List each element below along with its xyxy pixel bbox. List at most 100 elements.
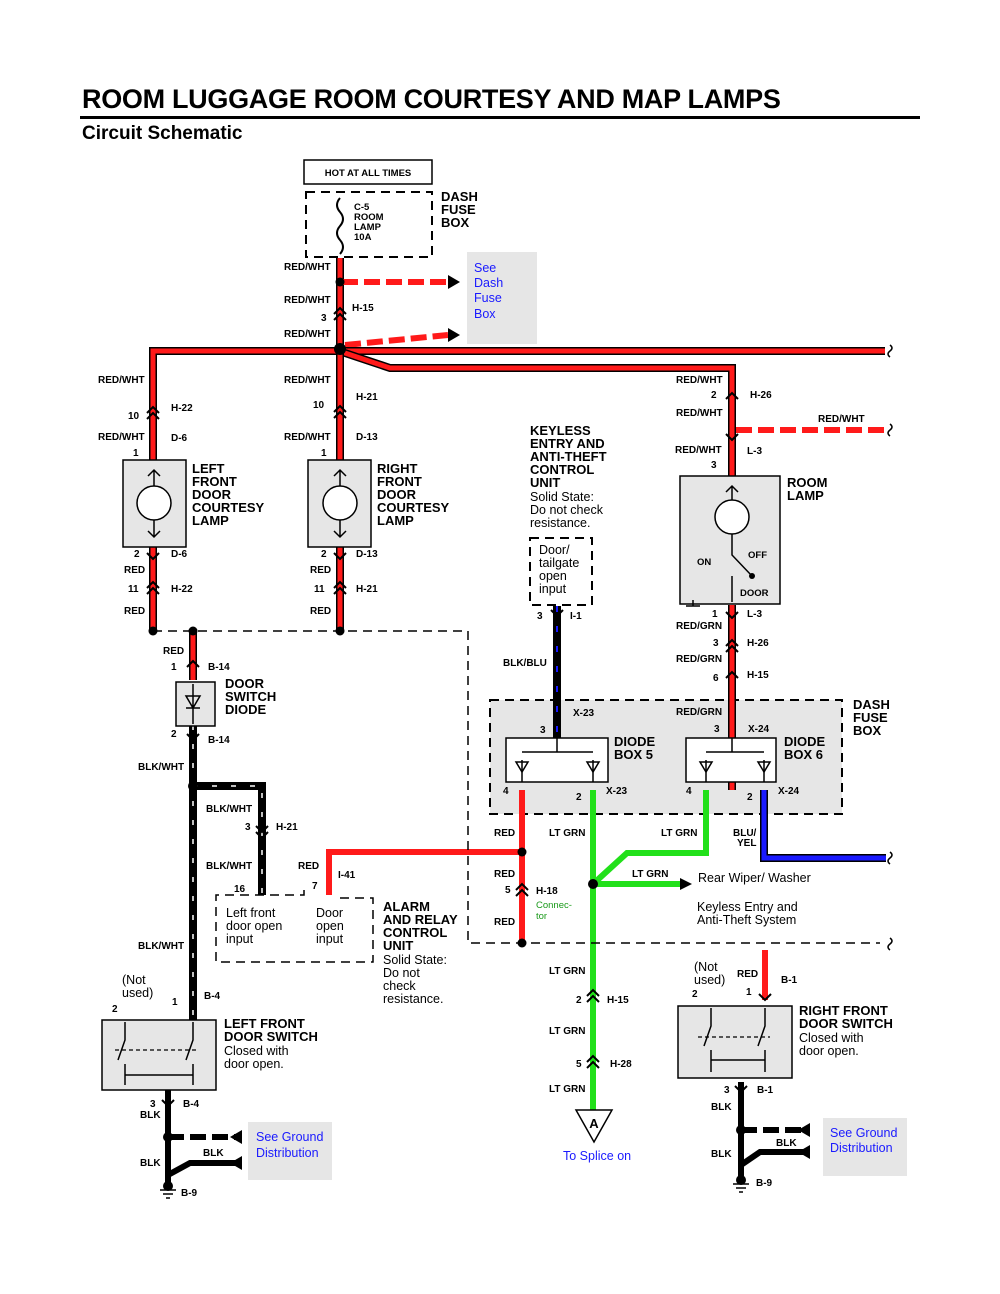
pin-label: 3: [540, 725, 546, 736]
pin-label: 3: [714, 724, 720, 735]
pin-label: 10: [313, 400, 325, 411]
pin-label: 4: [503, 786, 509, 797]
lf-closed: Closed with: [224, 1044, 289, 1058]
door-open-input: Door: [316, 906, 343, 920]
diode6-label: DIODE: [784, 734, 826, 749]
dash-fuse-box-2: BOX: [853, 723, 882, 738]
rf-switch-label: DOOR SWITCH: [799, 1016, 893, 1031]
conn-label: H-15: [747, 670, 769, 681]
fuse-c5: C-5: [354, 202, 370, 213]
conn-label: H-21: [356, 584, 378, 595]
see-ground-link-right[interactable]: See Ground: [830, 1126, 897, 1140]
wire-label: BLK: [140, 1158, 161, 1169]
hot-label: HOT AT ALL TIMES: [325, 168, 412, 179]
pin-label: 2: [576, 792, 582, 803]
fuse-room: ROOM: [354, 212, 384, 223]
pin-label: 3: [245, 822, 251, 833]
conn-label: H-15: [607, 995, 629, 1006]
conn-label: H-15: [352, 303, 374, 314]
right-lamp-label: COURTESY: [377, 500, 450, 515]
rear-wiper-label: Rear Wiper/ Washer: [698, 871, 811, 885]
conn-label: H-26: [747, 638, 769, 649]
conn-label: B-14: [208, 662, 230, 673]
wire-label: RED: [310, 606, 331, 617]
keyless-label: CONTROL: [530, 462, 594, 477]
dash-fuse-box-2: FUSE: [853, 710, 888, 725]
solid-state-1: Do not check: [530, 503, 604, 517]
not-used-right: used): [694, 973, 725, 987]
conn-label: B-4: [204, 991, 221, 1002]
see-ground-link-right[interactable]: Distribution: [830, 1141, 893, 1155]
diode6-label: BOX 6: [784, 747, 823, 762]
wire-label: LT GRN: [549, 1026, 585, 1037]
pin-label: 3: [150, 1099, 156, 1110]
solid-state-1: Solid State:: [530, 490, 594, 504]
left-lamp-label: LAMP: [192, 513, 229, 528]
door-tailgate-input-box: [529, 537, 593, 606]
left-open-input: Left front: [226, 906, 276, 920]
conn-label: L-3: [747, 609, 762, 620]
not-used-right: (Not: [694, 960, 718, 974]
wire-label: RED/WHT: [284, 432, 331, 443]
conn-label: B-1: [757, 1085, 774, 1096]
see-dash-link[interactable]: See: [474, 261, 496, 275]
right-lamp-label: DOOR: [377, 487, 417, 502]
pin-label: 11: [128, 584, 139, 595]
splice-dots: [148, 277, 746, 1191]
see-ground-link-left[interactable]: Distribution: [256, 1146, 319, 1160]
dash-fuse-box-2: DASH: [853, 697, 890, 712]
door-open-input: input: [316, 932, 344, 946]
dsd-label: DOOR: [225, 676, 265, 691]
wire-label: BLK/WHT: [138, 762, 184, 773]
lf-switch-label: DOOR SWITCH: [224, 1029, 318, 1044]
solid-state-1: resistance.: [530, 516, 590, 530]
rf-closed: Closed with: [799, 1031, 864, 1045]
see-dash-link[interactable]: Box: [474, 307, 496, 321]
not-used-left: (Not: [122, 973, 146, 987]
pin-label: 1: [133, 448, 139, 459]
left-lamp-label: LEFT: [192, 461, 225, 476]
keyless-label: ANTI-THEFT: [530, 449, 607, 464]
alarm-label: ALARM: [383, 899, 430, 914]
left-lamp-label: COURTESY: [192, 500, 265, 515]
conn-label: B-9: [756, 1178, 773, 1189]
conn-label: L-3: [747, 446, 762, 457]
diode-box-6-body: [685, 737, 777, 783]
lf-switch-label: LEFT FRONT: [224, 1016, 305, 1031]
alarm-label: UNIT: [383, 938, 413, 953]
conn-label: D-6: [171, 433, 188, 444]
wire-label: YEL: [737, 838, 756, 849]
conn-label: X-24: [748, 724, 770, 735]
solid-state-2: Do not: [383, 966, 420, 980]
see-ground-link-left[interactable]: See Ground: [256, 1130, 323, 1144]
room-lamp-body: [679, 475, 781, 605]
pin-label: 10: [128, 411, 140, 422]
conn-label: I-1: [570, 611, 582, 622]
door-open-input: open: [316, 919, 344, 933]
right-lamp-label: RIGHT: [377, 461, 418, 476]
see-dash-link[interactable]: Dash: [474, 276, 503, 290]
to-splice-link[interactable]: To Splice on: [563, 1149, 631, 1163]
door-tailgate: Door/: [539, 543, 570, 557]
wire-label: RED/WHT: [675, 445, 722, 456]
pin-label: 2: [171, 729, 177, 740]
conn-label: B-4: [183, 1099, 200, 1110]
wire-label: BLK: [203, 1148, 224, 1159]
dashed-lines: [153, 630, 880, 963]
wire-label: BLU/: [733, 828, 757, 839]
see-dash-link[interactable]: Fuse: [474, 291, 502, 305]
not-used-left: used): [122, 986, 153, 1000]
alarm-label: CONTROL: [383, 925, 447, 940]
left-open-input: input: [226, 932, 254, 946]
wire-label: RED/WHT: [284, 295, 331, 306]
dsd-label: SWITCH: [225, 689, 276, 704]
wire-label: RED: [124, 606, 145, 617]
wire-label: LT GRN: [661, 828, 697, 839]
fuse-10a: 10A: [354, 232, 372, 243]
wire-label: BLK/WHT: [206, 804, 252, 815]
conn-label: I-41: [338, 870, 356, 881]
fuse-symbol: [336, 197, 344, 255]
wire-label: RED: [124, 565, 145, 576]
wire-label: RED: [163, 646, 184, 657]
keyless-sys-label: Anti-Theft System: [697, 913, 796, 927]
